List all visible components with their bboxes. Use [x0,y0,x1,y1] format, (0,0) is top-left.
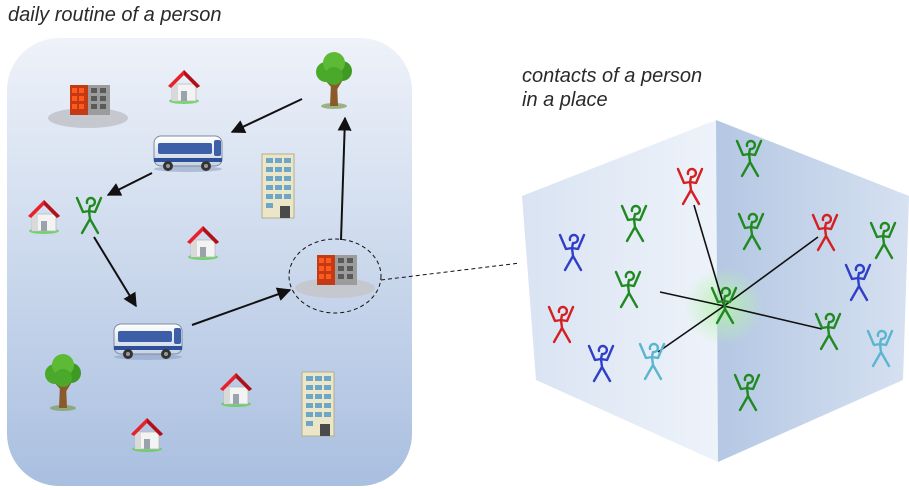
contacts-caption: contacts of a person in a place [522,64,702,112]
arrow-office-to-tree [337,116,352,241]
contacts-caption-line2: in a place [522,89,608,111]
contact-line [659,291,725,307]
contact-lines [657,204,823,353]
routine-caption: daily routine of a person [8,4,222,26]
contacts-caption-line1: contacts of a person [522,65,703,87]
zoom-connector-line [380,262,521,281]
contact-line [723,236,819,307]
tower-building-icon [301,371,335,437]
selected-place-ring [288,238,382,314]
place-right-face [716,120,909,462]
contact-line [657,305,725,353]
place-left-face [522,120,718,462]
arrow-bus-to-person [106,172,153,196]
contact-line [723,305,823,330]
arrow-bus-to-office [191,287,292,326]
tower-building-icon [261,153,295,219]
arrow-tree-to-bus [230,98,303,133]
arrow-person-to-bus [93,236,137,308]
contact-line [693,204,725,307]
